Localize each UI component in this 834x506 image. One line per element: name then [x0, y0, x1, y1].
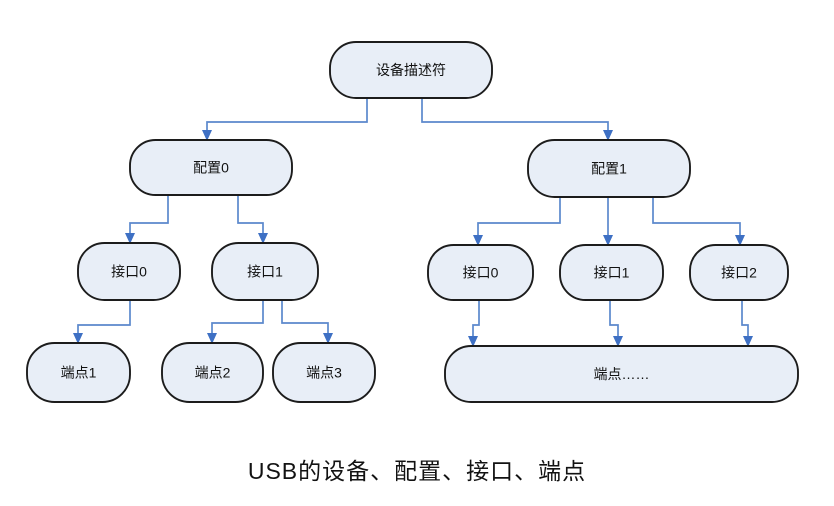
node-config-0: 配置0 — [129, 139, 293, 196]
node-label-config-1: 配置1 — [591, 161, 627, 177]
node-shape-interface-1-right — [559, 244, 664, 301]
node-label-endpoints-more: 端点…… — [594, 366, 650, 382]
node-device-descriptor: 设备描述符 — [329, 41, 493, 99]
node-endpoint-3: 端点3 — [272, 342, 376, 403]
arrowhead-interface-1-left — [258, 233, 268, 244]
arrowhead-endpoint-3 — [323, 333, 333, 344]
arrowhead-interface-1-right — [603, 235, 613, 246]
arrowhead-interface-0-right — [473, 235, 483, 246]
node-config-1: 配置1 — [527, 139, 691, 198]
node-label-config-0: 配置0 — [193, 160, 229, 176]
figure-caption: USB的设备、配置、接口、端点 — [247, 458, 587, 484]
node-label-interface-1-left: 接口1 — [247, 264, 283, 280]
edge-interface-1-right-to-endpoints-more — [609, 300, 619, 345]
arrowhead-endpoints-more — [468, 336, 478, 347]
node-shape-device-descriptor — [329, 41, 493, 99]
arrowhead-config-1 — [603, 130, 613, 141]
node-interface-0-left: 接口0 — [77, 242, 181, 301]
arrowhead-endpoints-more — [613, 336, 623, 347]
node-interface-0-right: 接口0 — [427, 244, 534, 301]
edge-config-1-to-interface-0-right — [477, 197, 561, 244]
node-shape-interface-0-right — [427, 244, 534, 301]
node-label-interface-2-right: 接口2 — [721, 265, 757, 281]
node-shape-endpoint-2 — [161, 342, 264, 403]
node-shape-endpoint-3 — [272, 342, 376, 403]
edge-interface-0-left-to-endpoint-1 — [77, 300, 131, 342]
edge-device-descriptor-to-config-0 — [206, 98, 368, 139]
edge-config-0-to-interface-0-left — [129, 195, 169, 242]
node-shape-config-1 — [527, 139, 691, 198]
node-label-endpoint-1: 端点1 — [61, 365, 97, 381]
arrowhead-endpoints-more — [743, 336, 753, 347]
arrowhead-config-0 — [202, 130, 212, 141]
node-shape-interface-2-right — [689, 244, 789, 301]
node-endpoint-1: 端点1 — [26, 342, 131, 403]
edge-config-0-to-interface-1-left — [237, 195, 264, 242]
node-shape-config-0 — [129, 139, 293, 196]
node-label-endpoint-2: 端点2 — [195, 365, 231, 381]
node-label-interface-0-right: 接口0 — [463, 265, 499, 281]
edge-config-1-to-interface-2-right — [652, 197, 741, 244]
node-interface-2-right: 接口2 — [689, 244, 789, 301]
node-shape-interface-0-left — [77, 242, 181, 301]
node-endpoints-more: 端点…… — [444, 345, 799, 403]
node-shape-interface-1-left — [211, 242, 319, 301]
edge-interface-2-right-to-endpoints-more — [741, 300, 749, 345]
arrowhead-endpoint-2 — [207, 333, 217, 344]
arrowhead-endpoint-1 — [73, 333, 83, 344]
node-interface-1-left: 接口1 — [211, 242, 319, 301]
edge-interface-1-left-to-endpoint-2 — [211, 300, 264, 342]
node-shape-endpoint-1 — [26, 342, 131, 403]
node-shape-endpoints-more — [444, 345, 799, 403]
edge-interface-1-left-to-endpoint-3 — [281, 300, 329, 342]
node-label-device-descriptor: 设备描述符 — [376, 62, 446, 78]
node-label-interface-0-left: 接口0 — [111, 264, 147, 280]
node-interface-1-right: 接口1 — [559, 244, 664, 301]
edge-interface-0-right-to-endpoints-more — [472, 300, 480, 345]
node-label-interface-1-right: 接口1 — [594, 265, 630, 281]
arrowhead-interface-0-left — [125, 233, 135, 244]
node-endpoint-2: 端点2 — [161, 342, 264, 403]
arrowhead-interface-2-right — [735, 235, 745, 246]
node-label-endpoint-3: 端点3 — [306, 365, 342, 381]
edge-device-descriptor-to-config-1 — [421, 98, 609, 139]
